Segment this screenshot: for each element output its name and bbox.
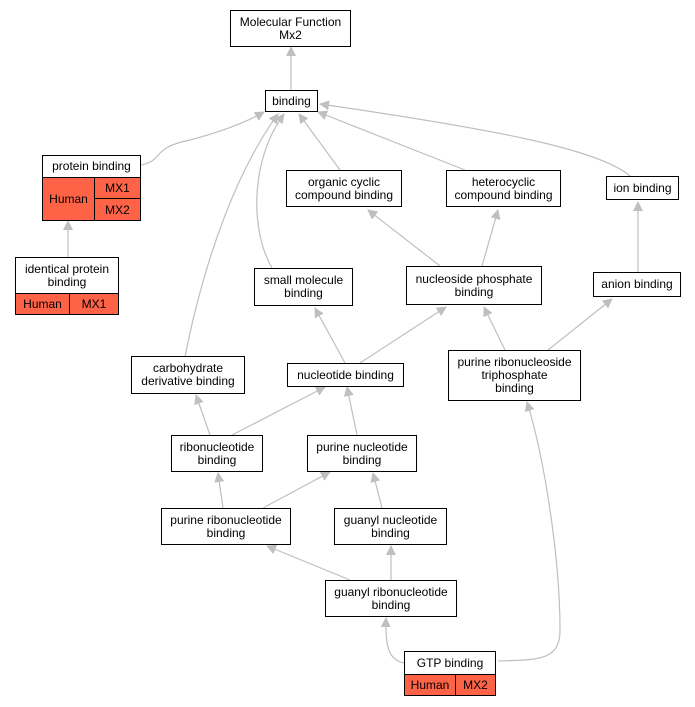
node-protein-binding[interactable]: protein binding [42,155,141,178]
edge-nucleotide-to-nucleoside-phosphate [359,306,447,364]
node-carbohydrate-derivative-binding[interactable]: carbohydrate derivative binding [131,356,245,394]
node-label: carbohydrate derivative binding [141,361,235,388]
node-label: guanyl nucleotide binding [343,512,438,540]
edge-prtb-to-anion [547,298,613,351]
edge-organic-cyclic-to-binding [298,113,341,171]
node-purine-nucleotide-binding[interactable]: purine nucleotide binding [307,435,417,472]
node-nucleotide-binding[interactable]: nucleotide binding [287,363,404,387]
edge-gtp-to-prtb [497,401,561,662]
node-label: small molecule binding [263,273,344,300]
species-cell: Human [405,675,456,695]
node-identical-protein-binding[interactable]: identical protein binding [15,257,119,294]
edge-protein-binding-to-binding [140,111,265,166]
edge-purine-ribonucleotide-to-purine-nucleotide [262,471,331,509]
edge-small-molecule-to-binding [256,113,285,269]
annotation-gtp-binding: Human MX2 [404,675,496,696]
node-label: purine ribonucleoside triphosphate bindi… [457,355,572,395]
gene-cell: MX1 [81,297,107,311]
node-organic-cyclic-compound-binding[interactable]: organic cyclic compound binding [286,170,402,207]
edge-prtb-to-nucleoside-phosphate [483,306,506,351]
node-label: purine ribonucleotide binding [170,512,282,540]
gene-cell: MX2 [463,678,488,692]
edge-carbohydrate-to-binding [184,113,279,358]
edge-heterocyclic-to-binding [317,110,466,171]
node-label: nucleotide binding [297,367,394,382]
node-ribonucleotide-binding[interactable]: ribonucleotide binding [171,435,263,472]
edge-nucleoside-phosphate-to-heterocyclic [481,209,501,267]
edge-ion-binding-to-binding [319,100,631,177]
node-purine-ribonucleoside-triphosphate-binding[interactable]: purine ribonucleoside triphosphate bindi… [448,350,581,401]
node-label: purine nucleotide binding [316,439,408,467]
species-cell: Human [16,294,70,314]
species-cell: Human [43,178,95,220]
edge-guanyl-nucleotide-to-purine-nucleotide [370,472,383,509]
annotation-protein-binding: Human MX1 MX2 [42,178,141,221]
node-label: ion binding [613,180,672,195]
edge-ribonucleotide-to-nucleotide [231,386,326,436]
node-label: protein binding [52,159,131,173]
edge-guanyl-ribonucleotide-to-purine-ribonucleotide [266,544,351,581]
node-guanyl-ribonucleotide-binding[interactable]: guanyl ribonucleotide binding [325,580,457,617]
node-gtp-binding[interactable]: GTP binding [404,651,496,675]
edge-nucleoside-phosphate-to-organic [367,209,441,267]
node-heterocyclic-compound-binding[interactable]: heterocyclic compound binding [446,170,561,207]
node-anion-binding[interactable]: anion binding [593,272,681,297]
edge-purine-ribonucleotide-to-ribonucleotide [214,472,225,509]
node-label: binding [272,93,311,108]
node-binding[interactable]: binding [265,90,318,112]
edge-nucleotide-to-small-molecule [314,307,346,364]
node-label: organic cyclic compound binding [294,174,394,202]
node-ion-binding[interactable]: ion binding [606,176,679,200]
node-label: anion binding [601,277,673,291]
node-purine-ribonucleotide-binding[interactable]: purine ribonucleotide binding [161,508,291,545]
node-label: GTP binding [416,655,484,670]
node-nucleoside-phosphate-binding[interactable]: nucleoside phosphate binding [406,266,542,305]
node-label: ribonucleotide binding [179,439,255,467]
node-label: heterocyclic compound binding [454,174,553,202]
edge-ribonucleotide-to-carbohydrate [194,394,211,436]
node-small-molecule-binding[interactable]: small molecule binding [254,268,353,306]
edge-gtp-to-guanyl-ribonucleotide [380,617,405,664]
node-label: identical protein binding [24,261,110,289]
gene-cell: MX1 [95,178,140,199]
node-label: guanyl ribonucleotide binding [334,584,448,612]
node-label: nucleoside phosphate binding [415,271,533,299]
node-label: Molecular Function Mx2 [239,14,342,42]
gene-cell: MX2 [105,202,130,217]
node-guanyl-nucleotide-binding[interactable]: guanyl nucleotide binding [334,508,447,545]
edge-purine-nucleotide-to-nucleotide [343,386,358,436]
node-molecular-function[interactable]: Molecular Function Mx2 [230,10,351,47]
annotation-identical-protein-binding: Human MX1 [15,294,119,315]
